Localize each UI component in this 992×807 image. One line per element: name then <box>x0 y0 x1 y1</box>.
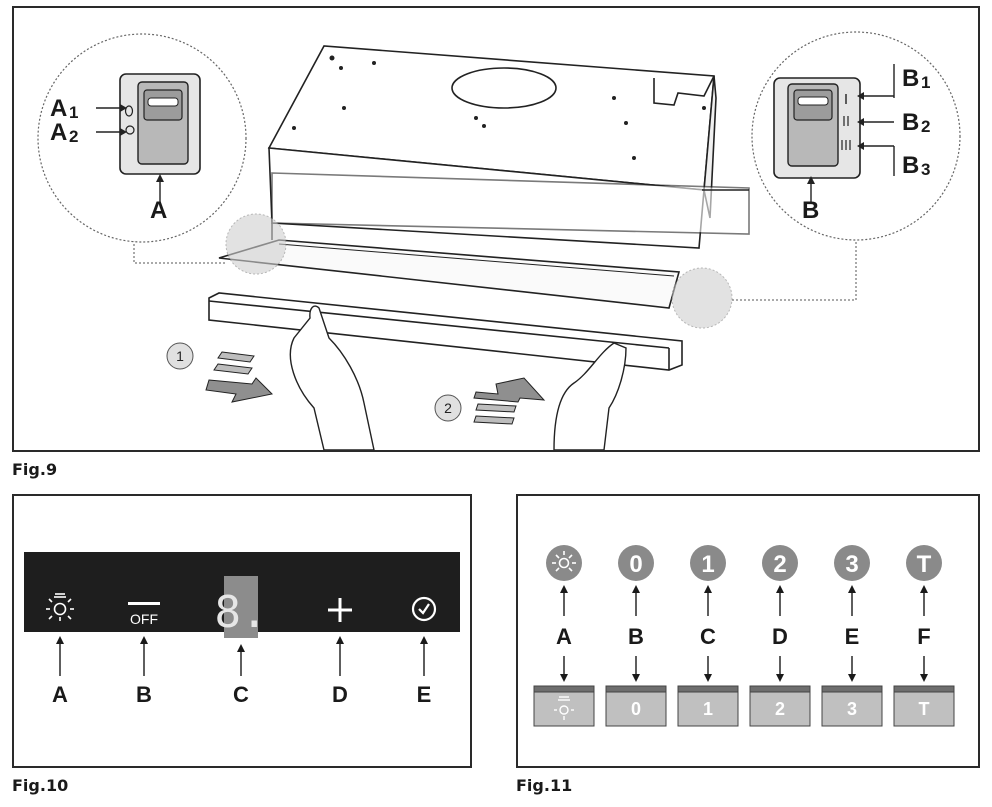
key-1-text: 1 <box>703 699 713 719</box>
fig11-label-b: B <box>628 624 644 649</box>
step-1-arrow <box>205 351 274 403</box>
switch-b-zoom-spot <box>671 267 733 329</box>
fig10-frame: OFF 8. A B C D E <box>12 494 472 768</box>
top-symbol-1 <box>690 545 726 581</box>
key-3 <box>821 685 883 727</box>
switch-a-zoom-spot <box>225 213 287 275</box>
fig11-caption: Fig.11 <box>516 776 573 795</box>
zoom-detail-a <box>37 33 247 243</box>
fig10-label-d: D <box>332 682 348 707</box>
fig10-panel: OFF 8. A B C D E <box>24 552 460 707</box>
top-light-symbol <box>546 545 582 581</box>
fig10-label-e: E <box>417 682 432 707</box>
label-b3: B <box>902 152 919 179</box>
top-symbol-0-text: 0 <box>629 551 642 578</box>
fig11-pointers <box>560 585 928 682</box>
fig10-pointers <box>56 636 428 676</box>
step-2-arrow <box>473 377 546 425</box>
fig11-label-d: D <box>772 624 788 649</box>
key-3-text: 3 <box>847 699 857 719</box>
key-0-text: 0 <box>631 699 641 719</box>
top-symbol-0 <box>618 545 654 581</box>
step-1-number: 1 <box>176 348 184 364</box>
fig10-label-b: B <box>136 682 152 707</box>
leader-b <box>732 238 857 301</box>
display-digit: 8. <box>215 587 268 638</box>
timer-icon <box>411 596 437 622</box>
plus-icon <box>328 598 352 622</box>
step-2-badge <box>434 394 462 422</box>
label-b2-index: 2 <box>921 117 930 136</box>
top-symbol-t <box>906 545 942 581</box>
hands-illustration <box>289 305 627 450</box>
fig11-panel: 0 1 2 3 T A B C D E F <box>533 545 955 727</box>
label-b2: B <box>902 109 919 136</box>
key-2 <box>749 685 811 727</box>
label-a: A <box>150 197 167 224</box>
label-b3-index: 3 <box>921 160 930 179</box>
fig10-label-c: C <box>233 682 249 707</box>
top-symbol-t-text: T <box>917 551 932 578</box>
top-symbol-2 <box>762 545 798 581</box>
light-icon <box>46 593 74 621</box>
top-symbol-2-text: 2 <box>773 551 786 578</box>
label-a1: A <box>50 95 67 122</box>
fig11-label-f: F <box>917 624 930 649</box>
hood-screws <box>292 55 706 160</box>
hood-body <box>218 45 750 309</box>
fig11-label-c: C <box>700 624 716 649</box>
top-symbol-3 <box>834 545 870 581</box>
label-a2: A <box>50 119 67 146</box>
label-a2-index: 2 <box>69 127 78 146</box>
fig11-bottom-keys <box>533 685 955 727</box>
fig11-top-symbols <box>546 545 942 581</box>
fig11-label-e: E <box>845 624 860 649</box>
label-a1-index: 1 <box>69 103 78 122</box>
step-2-number: 2 <box>444 400 452 416</box>
key-t-text: T <box>919 699 930 719</box>
digit-display <box>224 576 258 638</box>
fig9-illustration: A 1 A 2 A B 1 <box>37 31 961 450</box>
top-symbol-3-text: 3 <box>845 551 858 578</box>
light-icon <box>554 696 574 720</box>
label-b1: B <box>902 65 919 92</box>
label-b: B <box>802 197 819 224</box>
leader-a <box>133 236 226 264</box>
fig11-label-a: A <box>556 624 572 649</box>
fig9-caption: Fig.9 <box>12 460 58 479</box>
step-1-badge <box>166 342 194 370</box>
fig10-label-a: A <box>52 682 68 707</box>
key-t <box>893 685 955 727</box>
visor-front-bar <box>208 292 683 371</box>
fig9-frame: A 1 A 2 A B 1 <box>12 6 980 452</box>
zoom-detail-b <box>751 31 961 241</box>
key-1 <box>677 685 739 727</box>
fig10-caption: Fig.10 <box>12 776 69 795</box>
off-bar-icon <box>128 602 160 605</box>
key-2-text: 2 <box>775 699 785 719</box>
fig11-frame: 0 1 2 3 T A B C D E F <box>516 494 980 768</box>
off-button-text: OFF <box>130 611 158 627</box>
label-b1-index: 1 <box>921 73 930 92</box>
top-symbol-1-text: 1 <box>701 551 714 578</box>
light-icon <box>552 551 576 572</box>
